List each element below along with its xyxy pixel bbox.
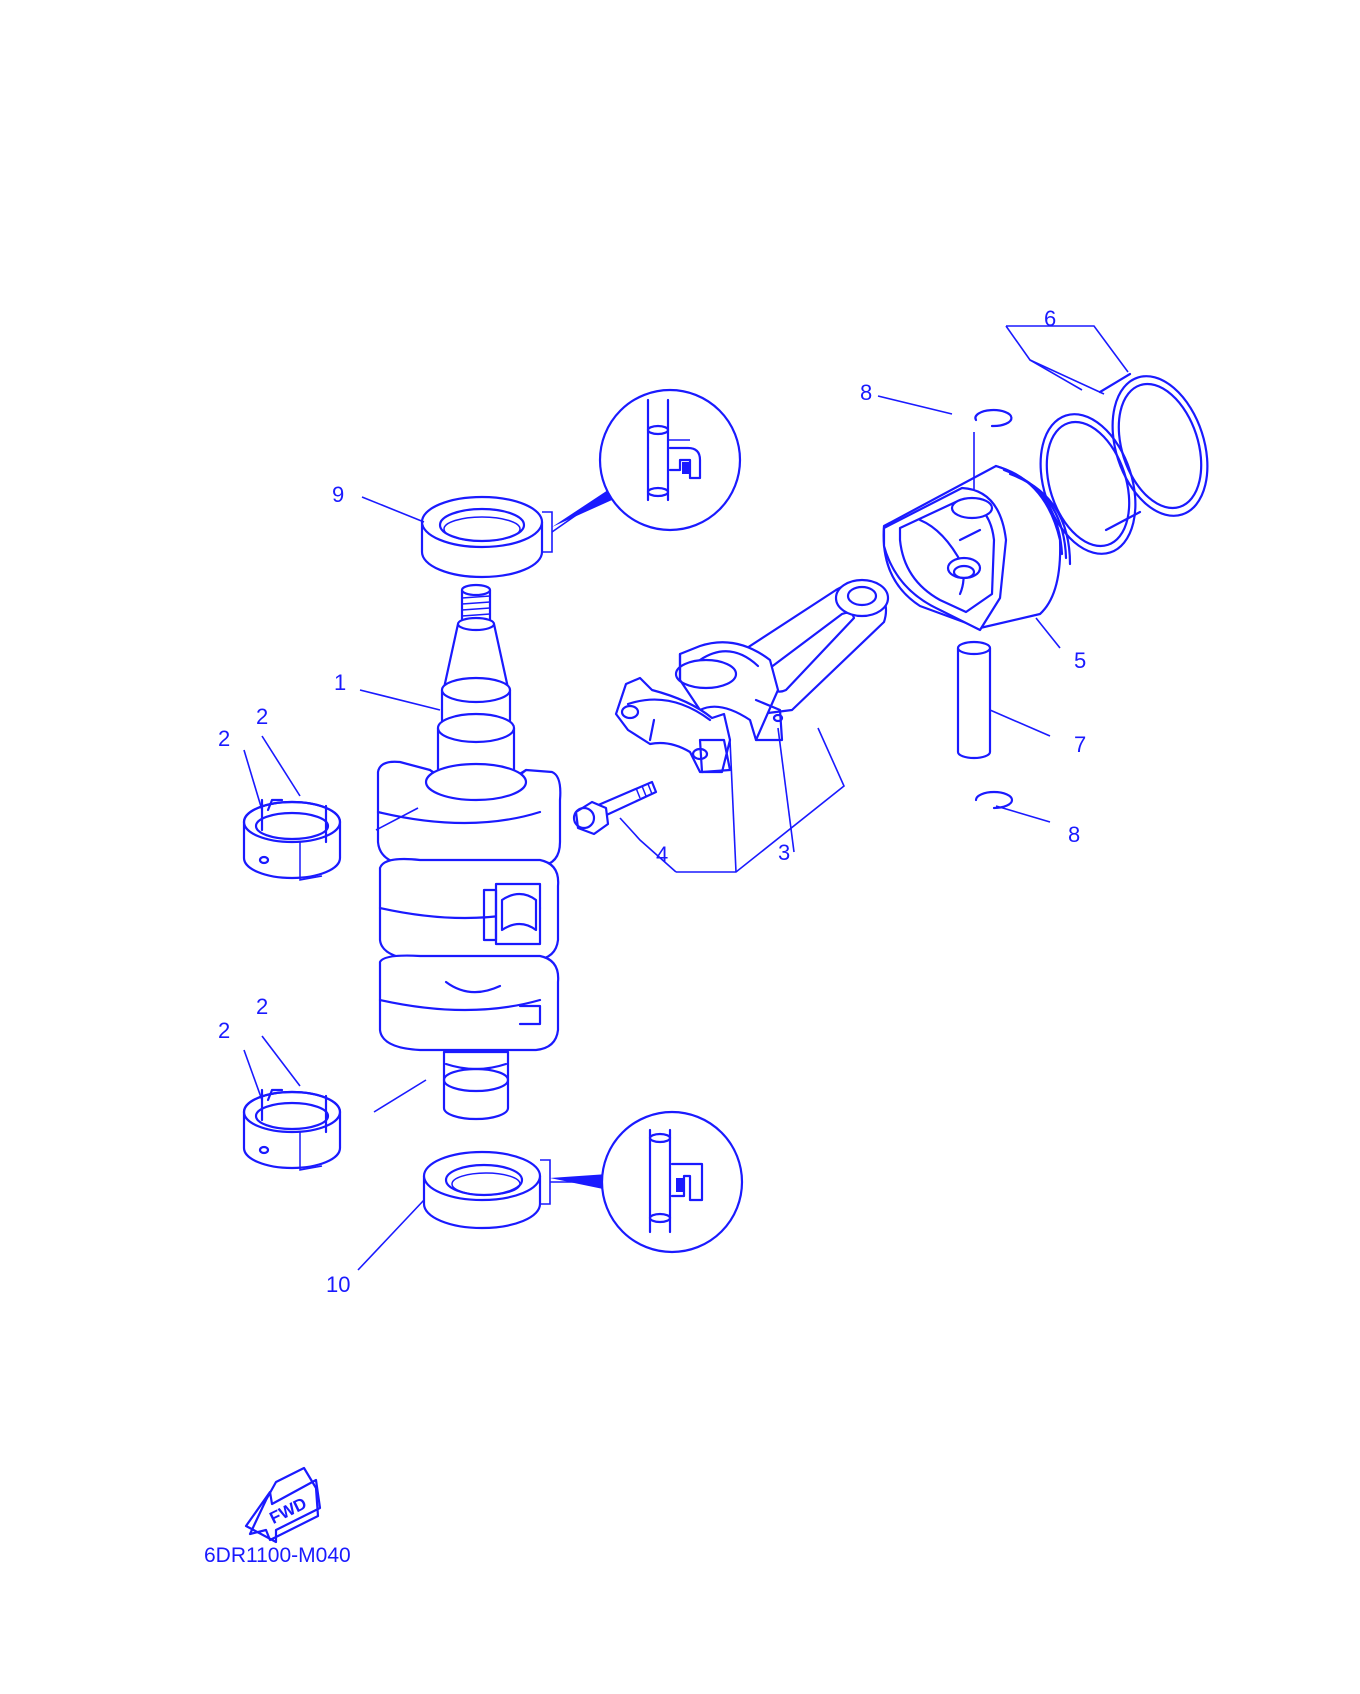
callout-3: 3 <box>778 840 790 865</box>
oil-seal-bottom[interactable] <box>422 1150 608 1230</box>
callout-8-top: 8 <box>860 380 872 405</box>
callout-10: 10 <box>326 1272 350 1297</box>
oil-seal-top[interactable] <box>420 490 612 579</box>
callout-2-upper-b: 2 <box>218 726 230 751</box>
fwd-arrow-icon <box>244 1466 322 1544</box>
callout-2-upper-a: 2 <box>256 704 268 729</box>
crankshaft[interactable] <box>376 583 562 1121</box>
seal-detail-top <box>598 388 742 532</box>
callout-2-lower-b: 2 <box>218 1018 230 1043</box>
bearing-lower[interactable] <box>242 1088 342 1171</box>
connecting-rod[interactable] <box>614 578 890 774</box>
clip-bottom[interactable] <box>974 790 1014 810</box>
leader-lines <box>243 325 1129 1271</box>
callout-4: 4 <box>656 842 668 867</box>
piston[interactable] <box>882 464 1072 632</box>
callout-5: 5 <box>1074 648 1086 673</box>
bearing-upper[interactable] <box>242 798 342 881</box>
callout-9: 9 <box>332 482 344 507</box>
drawing-code: 6DR1100-M040 <box>204 1544 351 1567</box>
callout-labels: 1 2 2 2 2 3 4 5 6 7 8 8 9 10 <box>218 306 1086 1297</box>
callout-6: 6 <box>1044 306 1056 331</box>
callout-2-lower-a: 2 <box>256 994 268 1019</box>
seal-detail-bottom <box>600 1110 744 1254</box>
callout-7: 7 <box>1074 732 1086 757</box>
piston-pin[interactable] <box>956 640 992 760</box>
bolt[interactable] <box>572 780 658 836</box>
callout-8-bottom: 8 <box>1068 822 1080 847</box>
piston-rings[interactable] <box>1024 364 1224 566</box>
callout-1: 1 <box>334 670 346 695</box>
clip-top[interactable] <box>974 408 1013 428</box>
